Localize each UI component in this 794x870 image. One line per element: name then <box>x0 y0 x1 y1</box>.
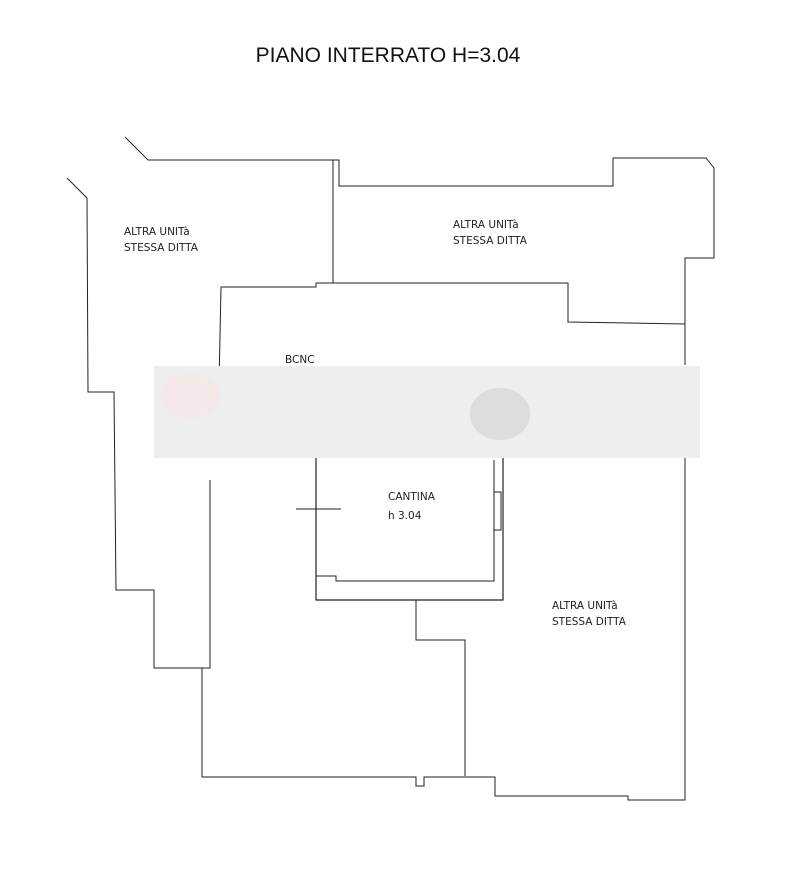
bcnc-label: BCNC <box>285 354 315 366</box>
west-unit-label-line1: ALTRA UNITà <box>124 226 190 238</box>
north-unit-label-line2: STESSA DITTA <box>453 235 528 247</box>
plan-title: PIANO INTERRATO H=3.04 <box>256 44 521 67</box>
southeast-unit-walls <box>201 455 686 801</box>
redacted-blob-left <box>160 374 220 418</box>
cantina-height-label: h 3.04 <box>388 510 422 522</box>
west-unit-label-line2: STESSA DITTA <box>124 242 199 254</box>
redacted-band <box>154 366 700 458</box>
southeast-unit-label-line2: STESSA DITTA <box>552 616 627 628</box>
cantina-label: CANTINA <box>388 491 436 503</box>
redacted-blob <box>470 388 530 440</box>
north-unit-label-line1: ALTRA UNITà <box>453 219 519 231</box>
west-unit-walls <box>66 136 334 669</box>
southeast-unit-label-line1: ALTRA UNITà <box>552 600 618 612</box>
cantina-walls <box>296 455 504 601</box>
north-unit-walls <box>333 157 715 365</box>
